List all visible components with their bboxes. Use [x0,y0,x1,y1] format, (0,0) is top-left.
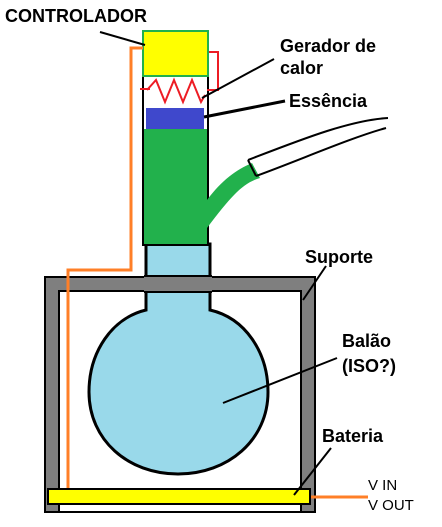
heater-label-line2: calor [280,58,323,78]
hose-lower-line [255,127,387,177]
mouthpiece-hose [247,117,389,177]
v-in-label: V IN [368,477,397,494]
hose-upper-line [247,117,389,161]
flask [87,242,270,476]
essence-label: Essência [289,91,368,111]
power-wires [66,46,368,499]
leader-controller [99,31,146,46]
hose-end-cap [247,159,257,177]
vapor-tower [140,51,260,246]
heater-coil [146,77,206,105]
battery-bar [47,488,311,505]
heater-label-line1: Gerador de [280,36,376,56]
controller-box [142,30,209,77]
support-left-post [45,277,59,512]
essence-block [146,108,204,129]
leader-flask [222,357,338,404]
support-label: Suporte [305,247,373,267]
leader-heater [201,58,275,99]
leader-lines [99,31,338,496]
flask-label-line1: Balão [342,331,391,351]
leader-battery [293,447,332,496]
leader-support [302,265,327,301]
flask-body [87,242,270,476]
tower-side-tube [207,163,260,228]
flask-neck-clamp [144,276,212,292]
support-right-post [301,277,315,512]
flask-label-line2: (ISO?) [342,356,396,376]
battery-label: Bateria [322,426,384,446]
v-out-label: V OUT [368,497,414,514]
controller-power-wire [66,46,143,497]
controller-label: CONTROLADOR [5,6,147,26]
leader-essence [203,99,286,119]
heater-lead-right [207,51,219,91]
